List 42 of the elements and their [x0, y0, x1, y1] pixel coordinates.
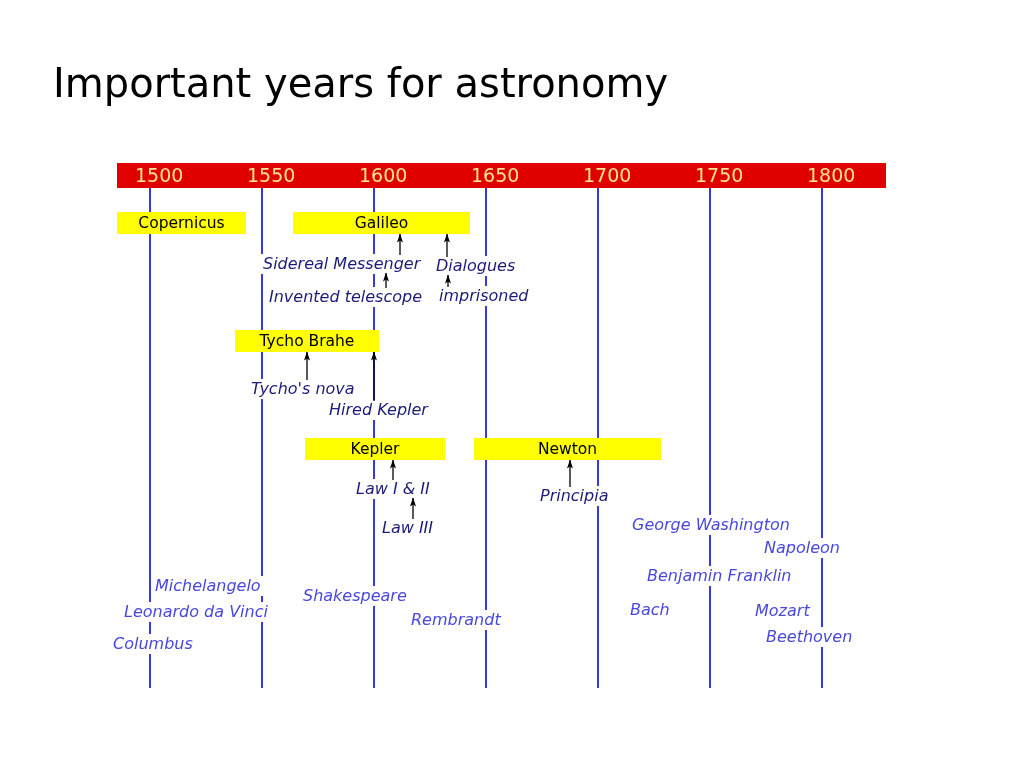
year-label: 1650 [471, 164, 520, 186]
event-label: Principia [540, 487, 609, 505]
lifespan-bar: Copernicus [117, 212, 246, 234]
arrow [383, 272, 389, 289]
event-label: Sidereal Messenger [263, 255, 421, 273]
person-name: Columbus [113, 635, 193, 653]
arrow [397, 233, 403, 256]
arrow [371, 351, 377, 402]
event-label: Dialogues [436, 257, 516, 275]
person-name: Beethoven [766, 628, 853, 646]
event-label: Hired Kepler [329, 401, 428, 419]
person-name: George Washington [632, 516, 790, 534]
year-label: 1550 [247, 164, 296, 186]
arrow [390, 459, 396, 481]
person-name: Benjamin Franklin [647, 567, 792, 585]
lifespan-bar: Galileo [293, 212, 470, 234]
person-name: Shakespeare [303, 587, 407, 605]
year-label: 1800 [807, 164, 856, 186]
year-label: 1600 [359, 164, 408, 186]
lifespan-bar: Kepler [305, 438, 445, 460]
arrow [304, 351, 310, 381]
event-label: Law I & II [356, 480, 430, 498]
year-label: 1750 [695, 164, 744, 186]
arrow [444, 233, 450, 258]
person-name: Michelangelo [155, 577, 261, 595]
arrow [410, 497, 416, 520]
person-name: Leonardo da Vinci [124, 603, 268, 621]
event-label: Law III [382, 519, 434, 537]
event-label: imprisoned [439, 287, 529, 305]
person-name: Rembrandt [411, 611, 501, 629]
year-label: 1700 [583, 164, 632, 186]
lifespan-bar: Tycho Brahe [235, 330, 379, 352]
year-label: 1500 [135, 164, 184, 186]
person-name: Mozart [755, 602, 810, 620]
event-label: Tycho's nova [251, 380, 355, 398]
title: Important years for astronomy [53, 59, 669, 107]
lifespan-bar: Newton [474, 438, 661, 460]
event-label: Invented telescope [269, 288, 422, 306]
arrow [445, 274, 451, 288]
person-name: Napoleon [764, 539, 840, 557]
person-name: Bach [630, 601, 670, 619]
arrow [567, 459, 573, 488]
